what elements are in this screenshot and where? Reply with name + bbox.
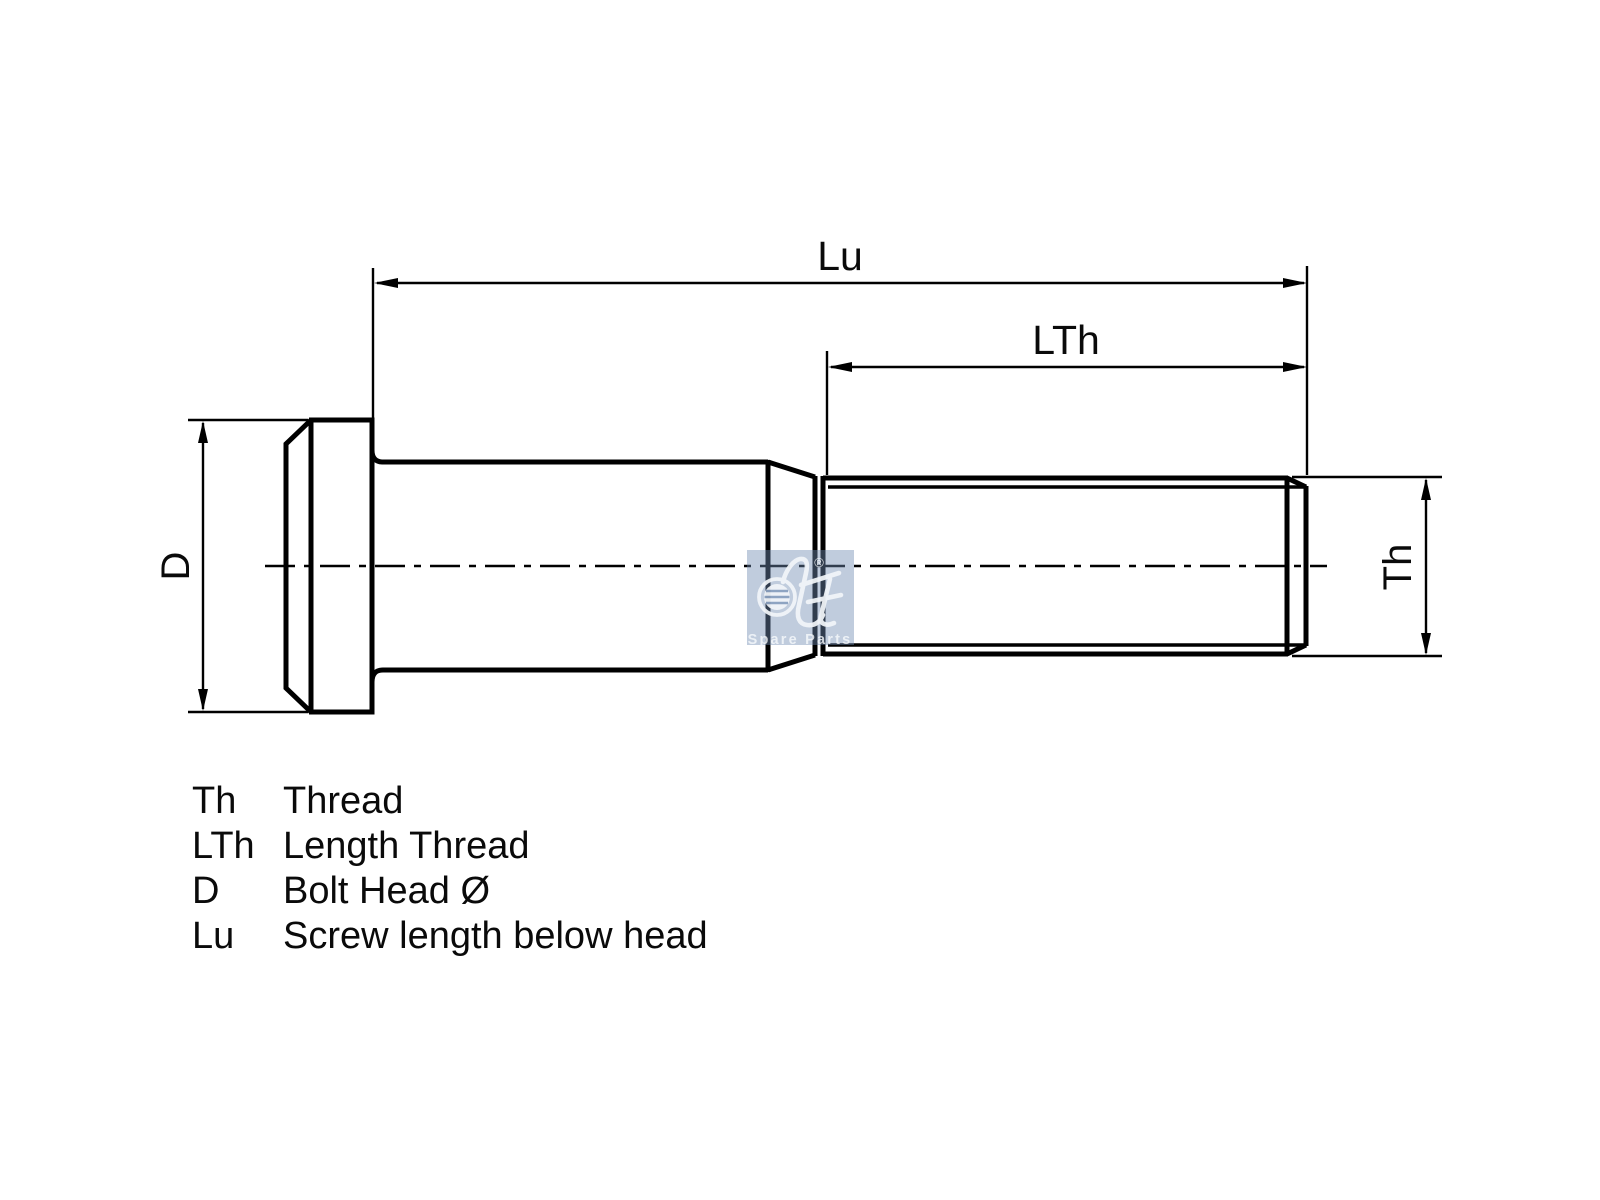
- watermark-dt: ® Spare Parts: [747, 550, 854, 648]
- dimension-lines: [188, 266, 1442, 714]
- lth-arrow-right: [1283, 362, 1307, 372]
- d-arrow-down: [198, 689, 208, 711]
- legend-abbr: LTh: [192, 825, 255, 867]
- th-arrow-down: [1421, 633, 1431, 655]
- legend-desc: Bolt Head Ø: [283, 870, 490, 912]
- legend-row-lth: LTh Length Thread: [192, 824, 708, 869]
- bolt-thread: [823, 475, 1309, 657]
- lu-arrow-left: [374, 278, 398, 288]
- legend-abbr: Th: [192, 780, 237, 822]
- legend-abbr: Lu: [192, 915, 235, 957]
- legend-row-lu: Lu Screw length below head: [192, 914, 708, 959]
- dim-lu: [371, 266, 1309, 475]
- legend-abbr: D: [192, 870, 220, 912]
- label-lth: LTh: [1032, 317, 1100, 363]
- th-arrow-up: [1421, 478, 1431, 500]
- dim-lth: [825, 351, 1304, 475]
- shank-top-edge: [369, 449, 768, 465]
- dt-sphere-stripes: [764, 589, 790, 605]
- d-arrow-up: [198, 421, 208, 443]
- legend-desc: Screw length below head: [283, 915, 708, 957]
- lth-arrow-left: [828, 362, 852, 372]
- spare-parts-text: Spare Parts: [748, 632, 853, 648]
- bolt-head-chamfer: [283, 418, 313, 714]
- legend-row-d: D Bolt Head Ø: [192, 869, 708, 914]
- bolt-shank: [369, 449, 826, 683]
- legend-desc: Thread: [283, 780, 404, 822]
- dt-ring: [757, 577, 797, 617]
- taper-bottom: [767, 652, 816, 673]
- dimension-arrows: [198, 278, 1431, 711]
- legend: Th Thread LTh Length Thread D Bolt Head Ø L…: [192, 779, 708, 959]
- legend-row-th: Th Thread: [192, 779, 708, 824]
- dim-d: [188, 418, 308, 714]
- lu-arrow-right: [1283, 278, 1307, 288]
- registered-mark: ®: [814, 555, 824, 570]
- taper-top: [767, 459, 816, 480]
- dt-ligature: [780, 556, 844, 628]
- bolt-head: [283, 417, 375, 715]
- shank-bottom-edge: [369, 667, 768, 683]
- label-d: D: [154, 552, 198, 581]
- bolt-outline: [283, 417, 1309, 715]
- legend-desc: Length Thread: [283, 825, 530, 867]
- dim-th: [1292, 475, 1442, 658]
- bolt-head-face-outline: [309, 417, 375, 715]
- label-lu: Lu: [817, 233, 863, 279]
- label-th: Th: [1376, 544, 1420, 591]
- dt-monogram: ® Spare Parts: [748, 555, 853, 648]
